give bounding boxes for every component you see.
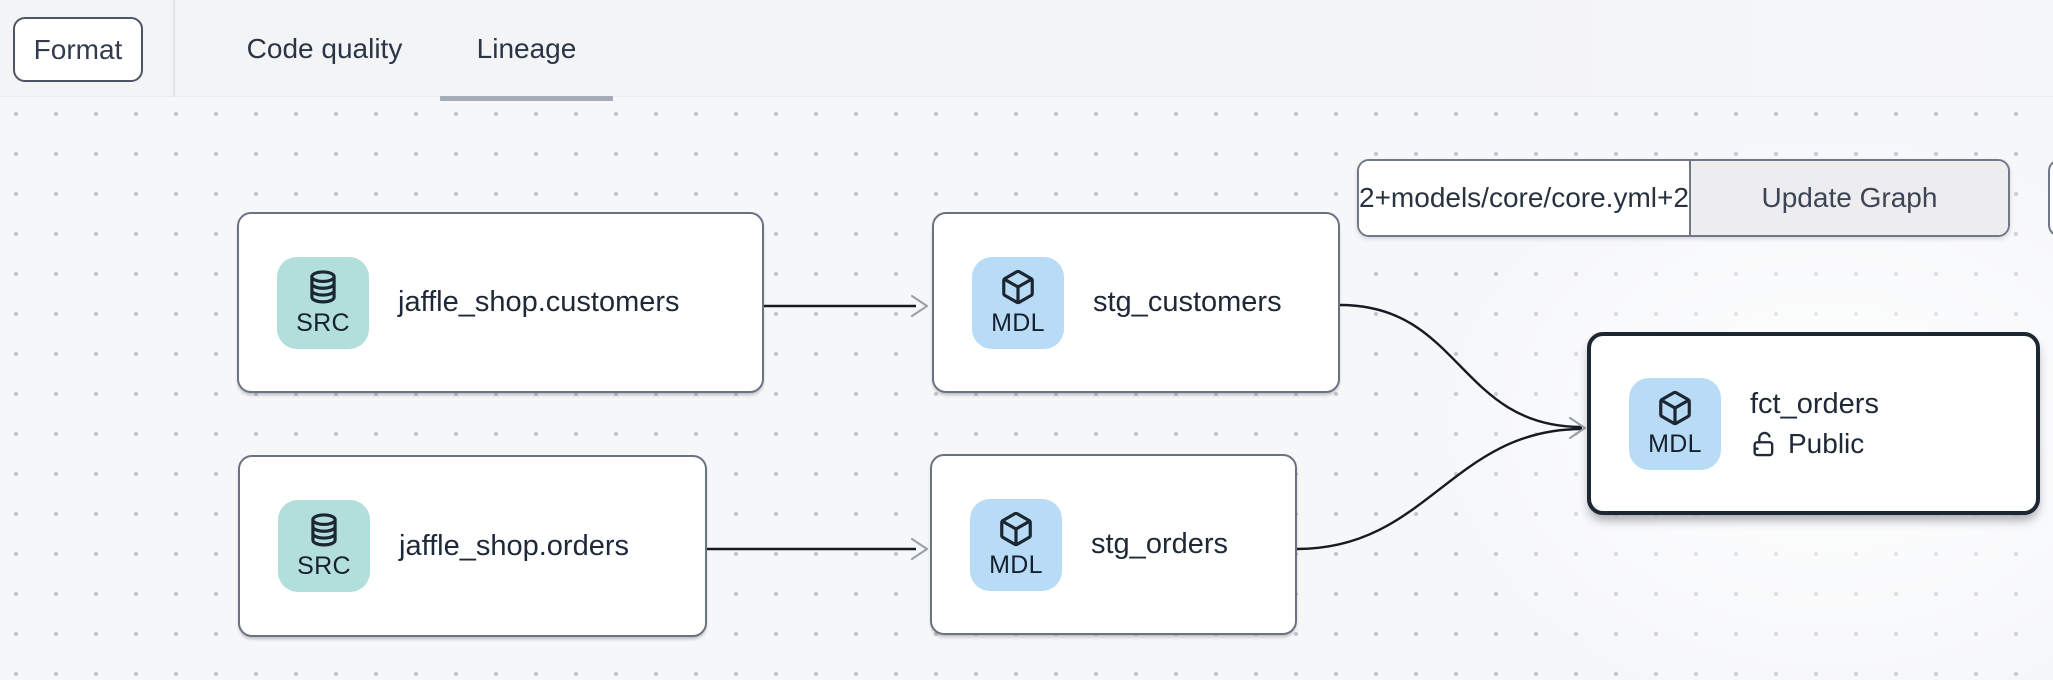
toolbar-divider — [173, 0, 175, 97]
database-icon — [311, 513, 337, 547]
tab-code-quality[interactable]: Code quality — [246, 32, 403, 64]
lineage-node-jaffle-shop-customers[interactable]: SRC jaffle_shop.customers — [237, 212, 764, 393]
source-badge: SRC — [278, 500, 370, 592]
access-label: Public — [1788, 427, 1865, 459]
active-tab-indicator — [440, 96, 613, 101]
node-title: stg_orders — [1091, 528, 1229, 560]
lineage-node-fct-orders[interactable]: MDL fct_orders Public — [1587, 332, 2040, 515]
badge-label: SRC — [297, 552, 351, 580]
model-badge: MDL — [970, 498, 1062, 591]
lock-open-icon — [1753, 431, 1774, 456]
model-badge: MDL — [972, 256, 1064, 349]
arrowhead-icon — [910, 294, 929, 318]
model-badge: MDL — [1629, 377, 1721, 470]
node-title: jaffle_shop.orders — [399, 529, 630, 562]
badge-label: SRC — [296, 308, 350, 337]
badge-label: MDL — [991, 308, 1045, 337]
toolbar: Format Code quality Lineage — [0, 0, 2053, 101]
lineage-node-stg-customers[interactable]: MDL stg_customers — [932, 212, 1340, 393]
node-title: stg_customers — [1093, 286, 1282, 318]
node-title: jaffle_shop.customers — [398, 286, 680, 318]
format-button[interactable]: Format — [13, 17, 143, 82]
lineage-canvas[interactable]: SRC jaffle_shop.customers MDL stg_custom… — [0, 97, 2053, 680]
lineage-node-stg-orders[interactable]: MDL stg_orders — [930, 454, 1297, 635]
badge-label: MDL — [989, 550, 1043, 579]
edge-stgcustomers-to-fct — [1339, 303, 1583, 429]
node-title: fct_orders — [1750, 387, 1879, 420]
tab-lineage[interactable]: Lineage — [476, 32, 577, 64]
database-icon — [310, 269, 336, 303]
badge-label: MDL — [1648, 429, 1702, 458]
partial-right-control[interactable] — [2048, 159, 2053, 237]
cube-icon — [1000, 511, 1032, 546]
arrowhead-icon — [910, 537, 929, 561]
cube-icon — [1659, 390, 1691, 425]
access-row: Public — [1750, 428, 1879, 460]
cube-icon — [1002, 269, 1034, 304]
edge-stgorders-to-fct — [1296, 427, 1583, 551]
arrowhead-icon — [1568, 416, 1587, 440]
source-badge: SRC — [277, 256, 369, 349]
lineage-filter-group: 2+models/core/core.yml+2 Update Graph — [1357, 159, 2010, 237]
lineage-node-jaffle-shop-orders[interactable]: SRC jaffle_shop.orders — [238, 455, 707, 637]
update-graph-button[interactable]: Update Graph — [1688, 161, 2008, 235]
selector-input[interactable]: 2+models/core/core.yml+2 — [1359, 161, 1689, 235]
